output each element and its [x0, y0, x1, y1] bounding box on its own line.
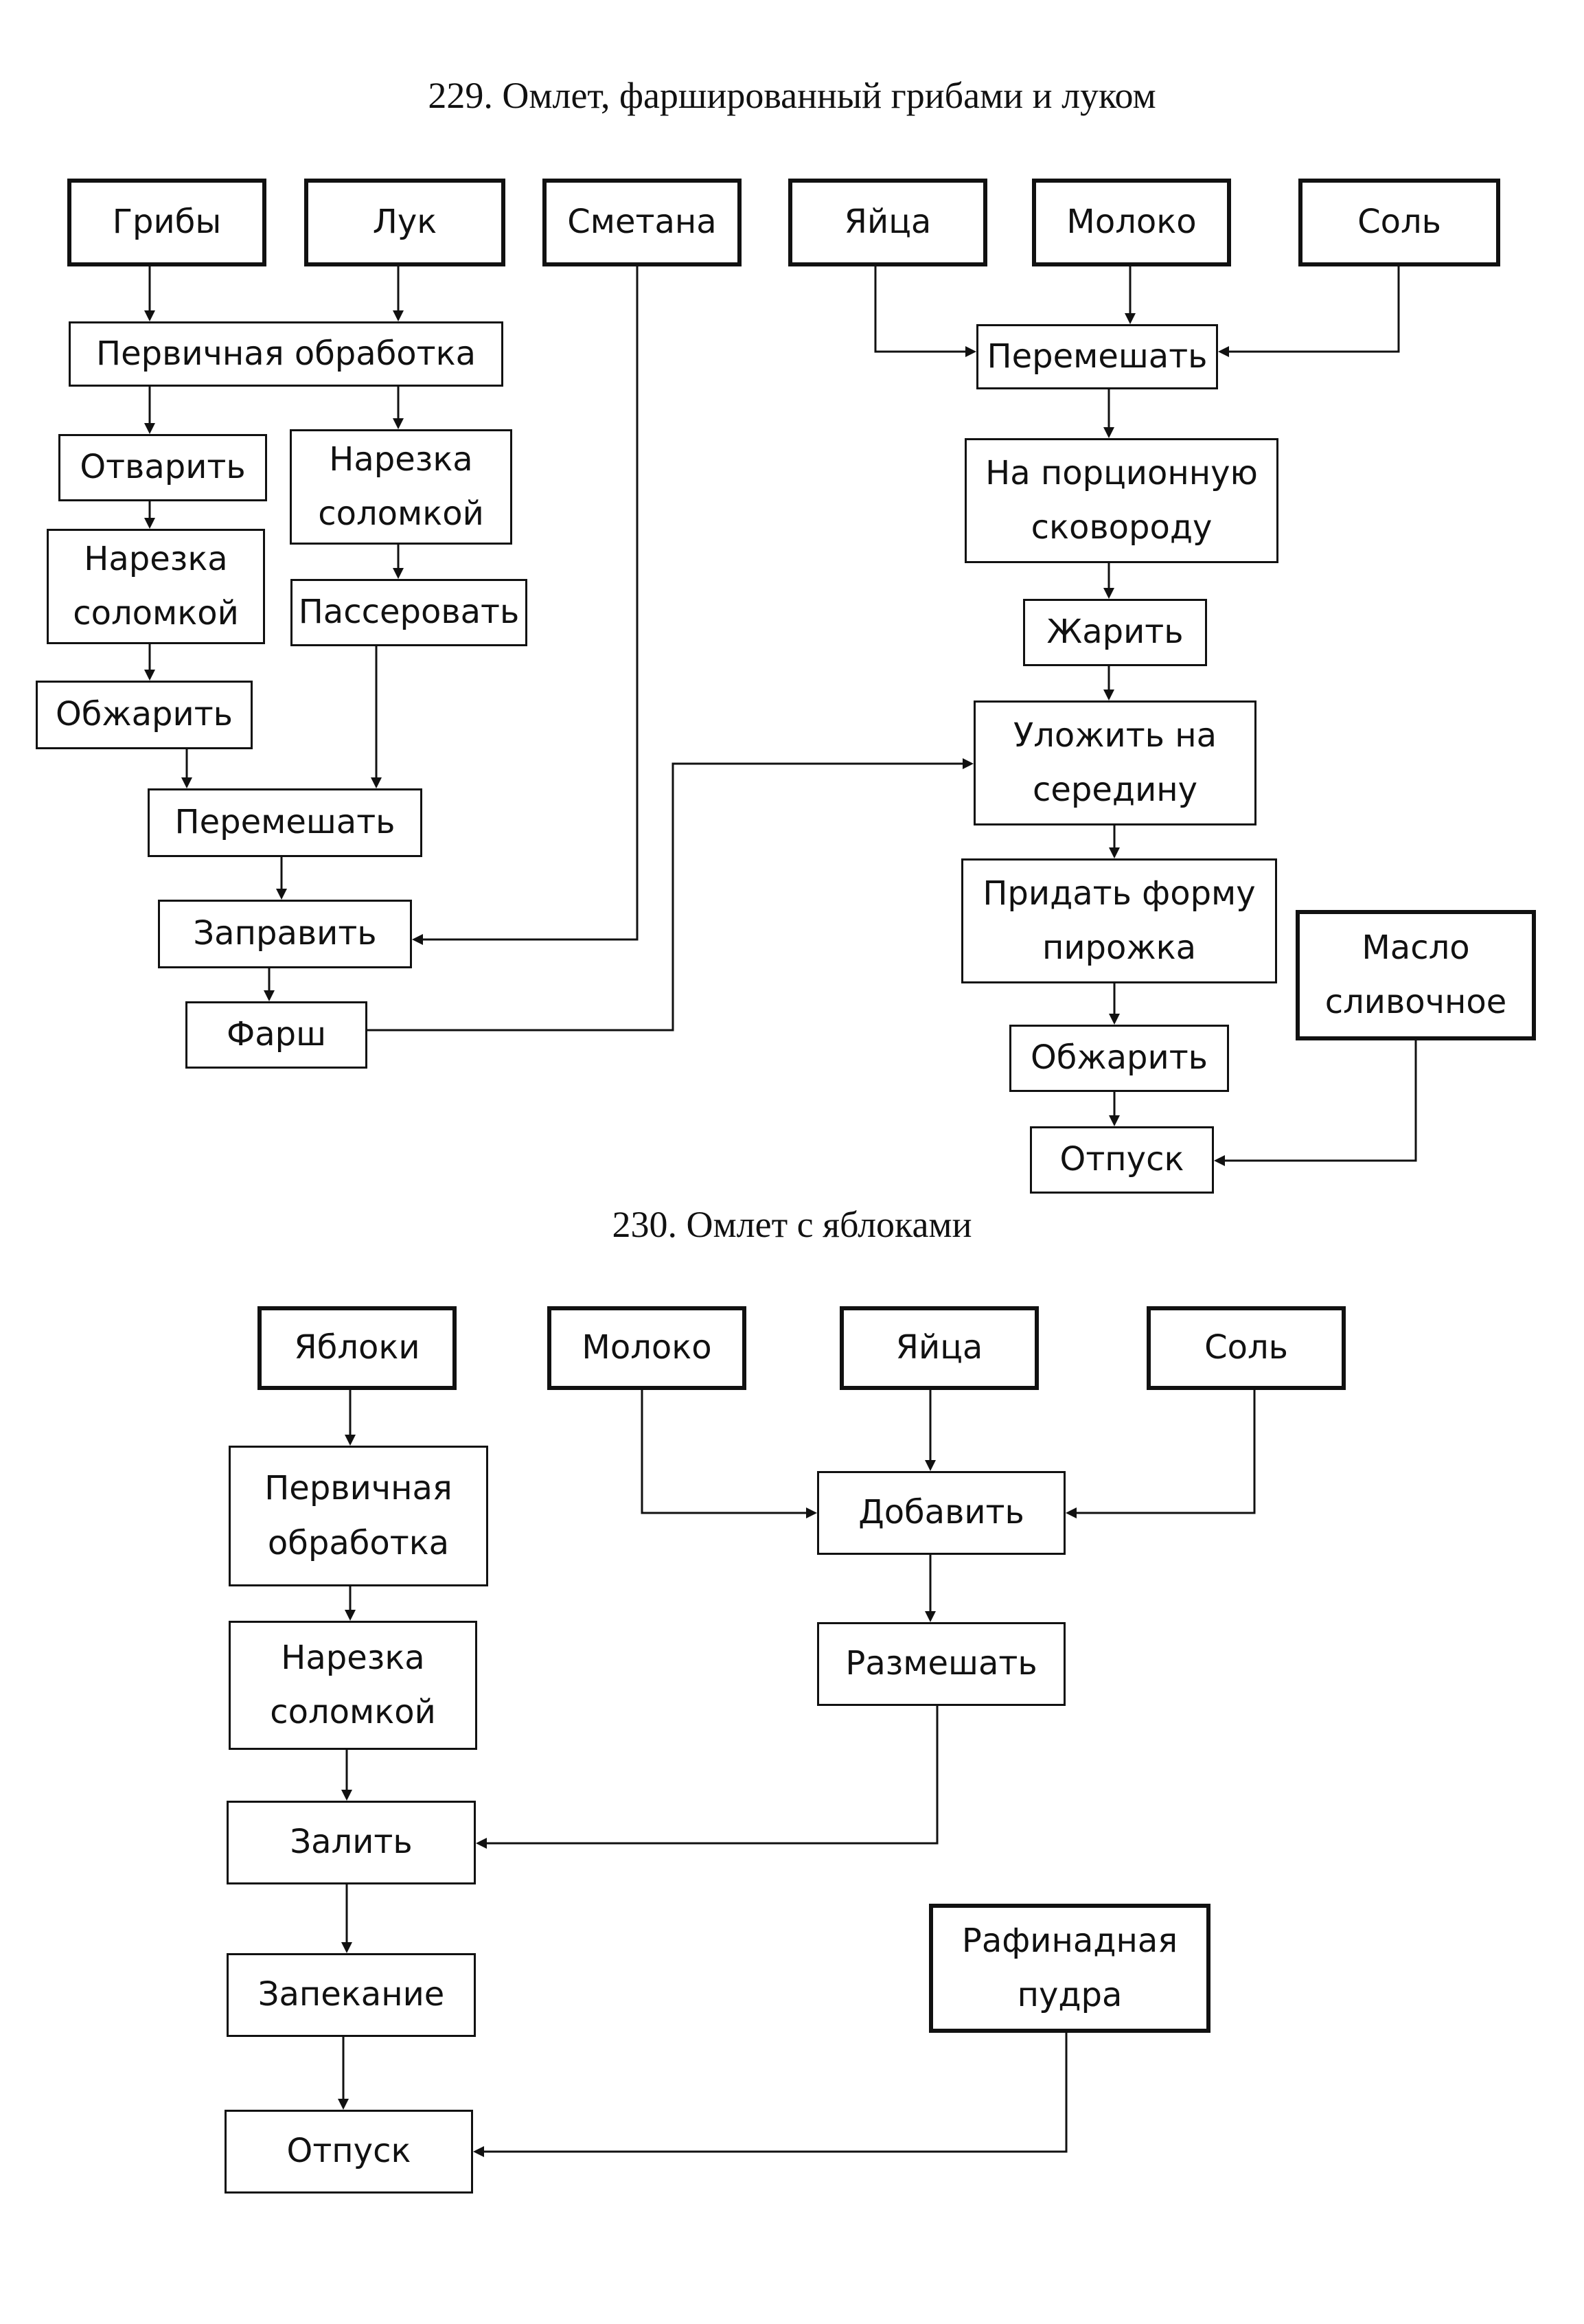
ingredient-sugar-powder: Рафинадная пудра — [929, 1904, 1210, 2033]
arrowhead — [144, 310, 155, 321]
step-mix-eggs: Перемешать — [976, 324, 1218, 389]
step-serve-229: Отпуск — [1030, 1126, 1214, 1194]
arrowhead — [144, 518, 155, 529]
ingredient-onion: Лук — [304, 179, 505, 266]
arrowhead — [1103, 690, 1114, 700]
step-cut-230: Нарезка соломкой — [229, 1621, 477, 1750]
connector-stir-to-pour — [484, 1706, 939, 1845]
step-cut-mushrooms: Нарезка соломкой — [47, 529, 265, 644]
step-serve-230: Отпуск — [225, 2110, 473, 2194]
connector-butter-to-serve — [1222, 1040, 1417, 1162]
step-saute: Пассеровать — [290, 579, 527, 646]
arrowhead — [412, 934, 423, 945]
arrowhead — [371, 777, 382, 788]
arrowhead — [144, 670, 155, 681]
arrowhead — [1066, 1507, 1077, 1518]
arrowhead — [276, 889, 287, 900]
connector-milk-to-add — [641, 1390, 809, 1514]
ingredient-milk-230: Молоко — [547, 1306, 746, 1390]
arrowhead — [1109, 1115, 1120, 1126]
arrowhead — [345, 1610, 356, 1621]
step-dress: Заправить — [158, 900, 412, 968]
arrowhead — [1109, 1014, 1120, 1025]
connector-salt-to-add — [1074, 1390, 1256, 1514]
step-cut-onion: Нарезка соломкой — [290, 429, 512, 545]
arrowhead — [264, 990, 275, 1001]
arrowhead — [965, 346, 976, 357]
step-shape: Придать форму пирожка — [961, 858, 1277, 983]
step-fry-mushrooms: Обжарить — [36, 681, 253, 749]
arrowhead — [393, 418, 404, 429]
arrowhead — [338, 2099, 349, 2110]
connector-salt-to-mix — [1226, 266, 1400, 353]
ingredient-apples: Яблоки — [257, 1306, 457, 1390]
step-add: Добавить — [817, 1471, 1066, 1555]
connector-sugar-to-serve — [481, 2033, 1068, 2153]
step-pour: Залить — [227, 1801, 476, 1884]
step-bake: Запекание — [227, 1953, 476, 2037]
step-mix-filling: Перемешать — [148, 788, 422, 857]
diagram-229-title: 229. Омлет, фаршированный грибами и луко… — [428, 75, 1156, 116]
arrowhead — [181, 777, 192, 788]
arrowhead — [1218, 346, 1229, 357]
arrowhead — [393, 310, 404, 321]
arrowhead — [393, 568, 404, 579]
connector-eggs-to-mix — [874, 266, 968, 353]
connector-sour-cream-to-dress — [420, 266, 639, 941]
arrowhead — [341, 1942, 352, 1953]
ingredient-mushrooms: Грибы — [67, 179, 266, 266]
arrowhead — [345, 1435, 356, 1446]
step-boil: Отварить — [58, 434, 267, 501]
step-place-center: Уложить на середину — [974, 700, 1256, 825]
step-primary-processing: Первичная обработка — [69, 321, 503, 387]
arrowhead — [144, 423, 155, 434]
arrowhead — [925, 1460, 936, 1471]
arrowhead — [1214, 1155, 1225, 1166]
arrowhead — [1125, 313, 1136, 324]
ingredient-milk: Молоко — [1032, 179, 1231, 266]
arrowhead — [476, 1838, 487, 1849]
diagram-230-title: 230. Омлет с яблоками — [612, 1204, 972, 1245]
step-portion-pan: На порционную сковороду — [965, 438, 1278, 563]
arrowhead — [1109, 847, 1120, 858]
ingredient-salt: Соль — [1298, 179, 1500, 266]
connector-filling-to-place — [367, 762, 965, 1032]
ingredient-eggs-230: Яйца — [840, 1306, 1039, 1390]
ingredient-eggs: Яйца — [788, 179, 987, 266]
ingredient-salt-230: Соль — [1147, 1306, 1346, 1390]
step-fry-omelet: Жарить — [1023, 599, 1207, 666]
arrowhead — [925, 1611, 936, 1622]
arrowhead — [473, 2146, 484, 2157]
arrowhead — [1103, 588, 1114, 599]
step-primary-processing-230: Первичная обработка — [229, 1446, 488, 1586]
step-fry-final: Обжарить — [1009, 1025, 1229, 1092]
ingredient-sour-cream: Сметана — [542, 179, 742, 266]
arrowhead — [1103, 427, 1114, 438]
arrowhead — [806, 1507, 817, 1518]
step-stir: Размешать — [817, 1622, 1066, 1706]
arrowhead — [963, 758, 974, 769]
arrowhead — [341, 1790, 352, 1801]
ingredient-butter: Масло сливочное — [1296, 910, 1536, 1040]
step-filling: Фарш — [185, 1001, 367, 1069]
